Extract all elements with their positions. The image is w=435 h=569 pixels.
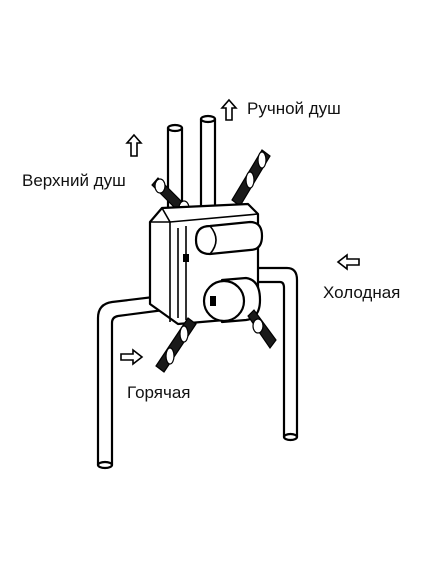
cold-inflow-arrow-icon <box>336 253 360 271</box>
hot-water-label: Горячая <box>127 383 191 402</box>
thermostatic-cartridge-housing <box>202 276 262 324</box>
overhead-shower-up-arrow-icon <box>125 133 143 157</box>
mounting-bracket-lower-left <box>155 317 197 373</box>
hot-water-pipe <box>96 294 166 470</box>
cold-water-label: Холодная <box>323 283 400 302</box>
diverter-cartridge-housing <box>194 220 264 256</box>
overhead-shower-label: Верхний душ <box>22 171 126 190</box>
hand-shower-up-arrow-icon <box>220 98 238 121</box>
mounting-bracket-upper-right <box>231 149 271 207</box>
hand-shower-label: Ручной душ <box>247 99 341 118</box>
mounting-bracket-lower-right <box>247 309 277 350</box>
hand-shower-outlet-pipe <box>199 114 217 211</box>
hot-inflow-arrow-icon <box>120 348 144 366</box>
